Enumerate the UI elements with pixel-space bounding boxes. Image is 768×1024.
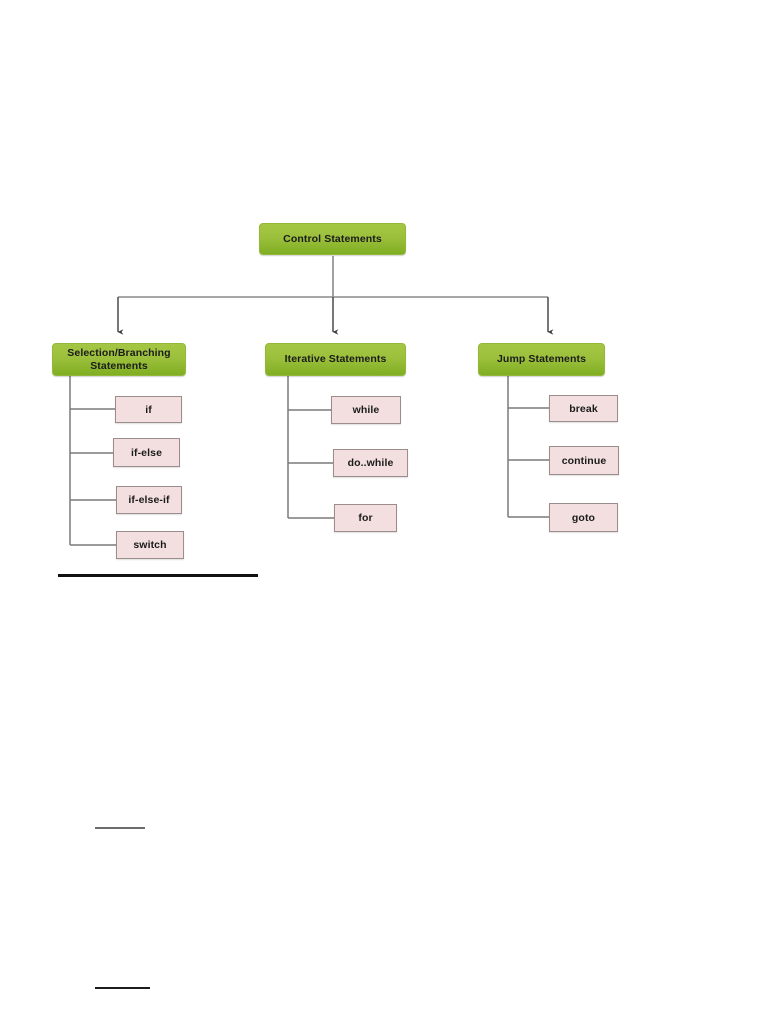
node-for[interactable]: for [334,504,397,532]
node-break[interactable]: break [549,395,618,422]
node-switch[interactable]: switch [116,531,184,559]
node-if[interactable]: if [115,396,182,423]
branch-arrows [117,297,554,335]
node-label: Selection/Branching Statements [67,347,170,373]
node-selection-branching-statements[interactable]: Selection/Branching Statements [52,343,186,376]
column-3-connectors [507,376,549,518]
node-label: do..while [347,457,394,469]
control-statements-diagram: Control Statements Selection/Branching S… [52,223,619,559]
node-label: Jump Statements [496,353,587,365]
node-label: for [358,512,373,524]
node-label-line-2: Statements [90,359,148,372]
node-iterative-statements[interactable]: Iterative Statements [265,343,406,376]
node-label: goto [571,511,596,524]
node-if-else-if[interactable]: if-else-if [116,486,182,514]
node-continue[interactable]: continue [549,446,619,475]
node-control-statements[interactable]: Control Statements [259,223,406,255]
node-label-line-1: Selection/Branching [67,346,171,359]
node-label: continue [561,454,607,467]
node-label: if-else-if [128,494,170,506]
column-1-connectors [69,376,116,546]
node-jump-statements[interactable]: Jump Statements [478,343,605,376]
node-label: Iterative Statements [284,353,387,365]
horizontal-rule-mid [95,827,145,829]
node-label: break [569,402,598,415]
horizontal-rule-lower [95,987,150,989]
node-if-else[interactable]: if-else [113,438,180,467]
node-label: if [145,403,152,416]
node-while[interactable]: while [331,396,401,424]
node-label: Control Statements [283,232,382,245]
node-label: while [352,404,380,416]
node-label: switch [133,539,167,551]
horizontal-rule-main [58,574,258,577]
column-2-connectors [287,376,334,519]
node-do-while[interactable]: do..while [333,449,408,477]
node-label: if-else [130,446,163,459]
node-goto[interactable]: goto [549,503,618,532]
